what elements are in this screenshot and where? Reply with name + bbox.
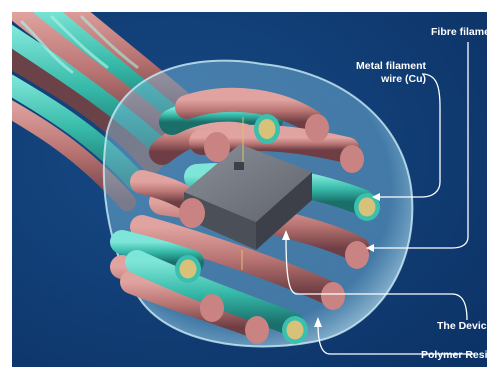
label-polymer-resin: Polymer Resin <box>421 349 487 362</box>
label-metal-line-2: wire (Cu) <box>342 73 426 86</box>
label-metal-line-1: Metal filament <box>342 60 426 73</box>
label-metal-filament-wire: Metal filament wire (Cu) <box>342 60 426 86</box>
label-the-device: The Device <box>437 320 487 333</box>
label-fibre-filament: Fibre filamen <box>431 26 487 39</box>
